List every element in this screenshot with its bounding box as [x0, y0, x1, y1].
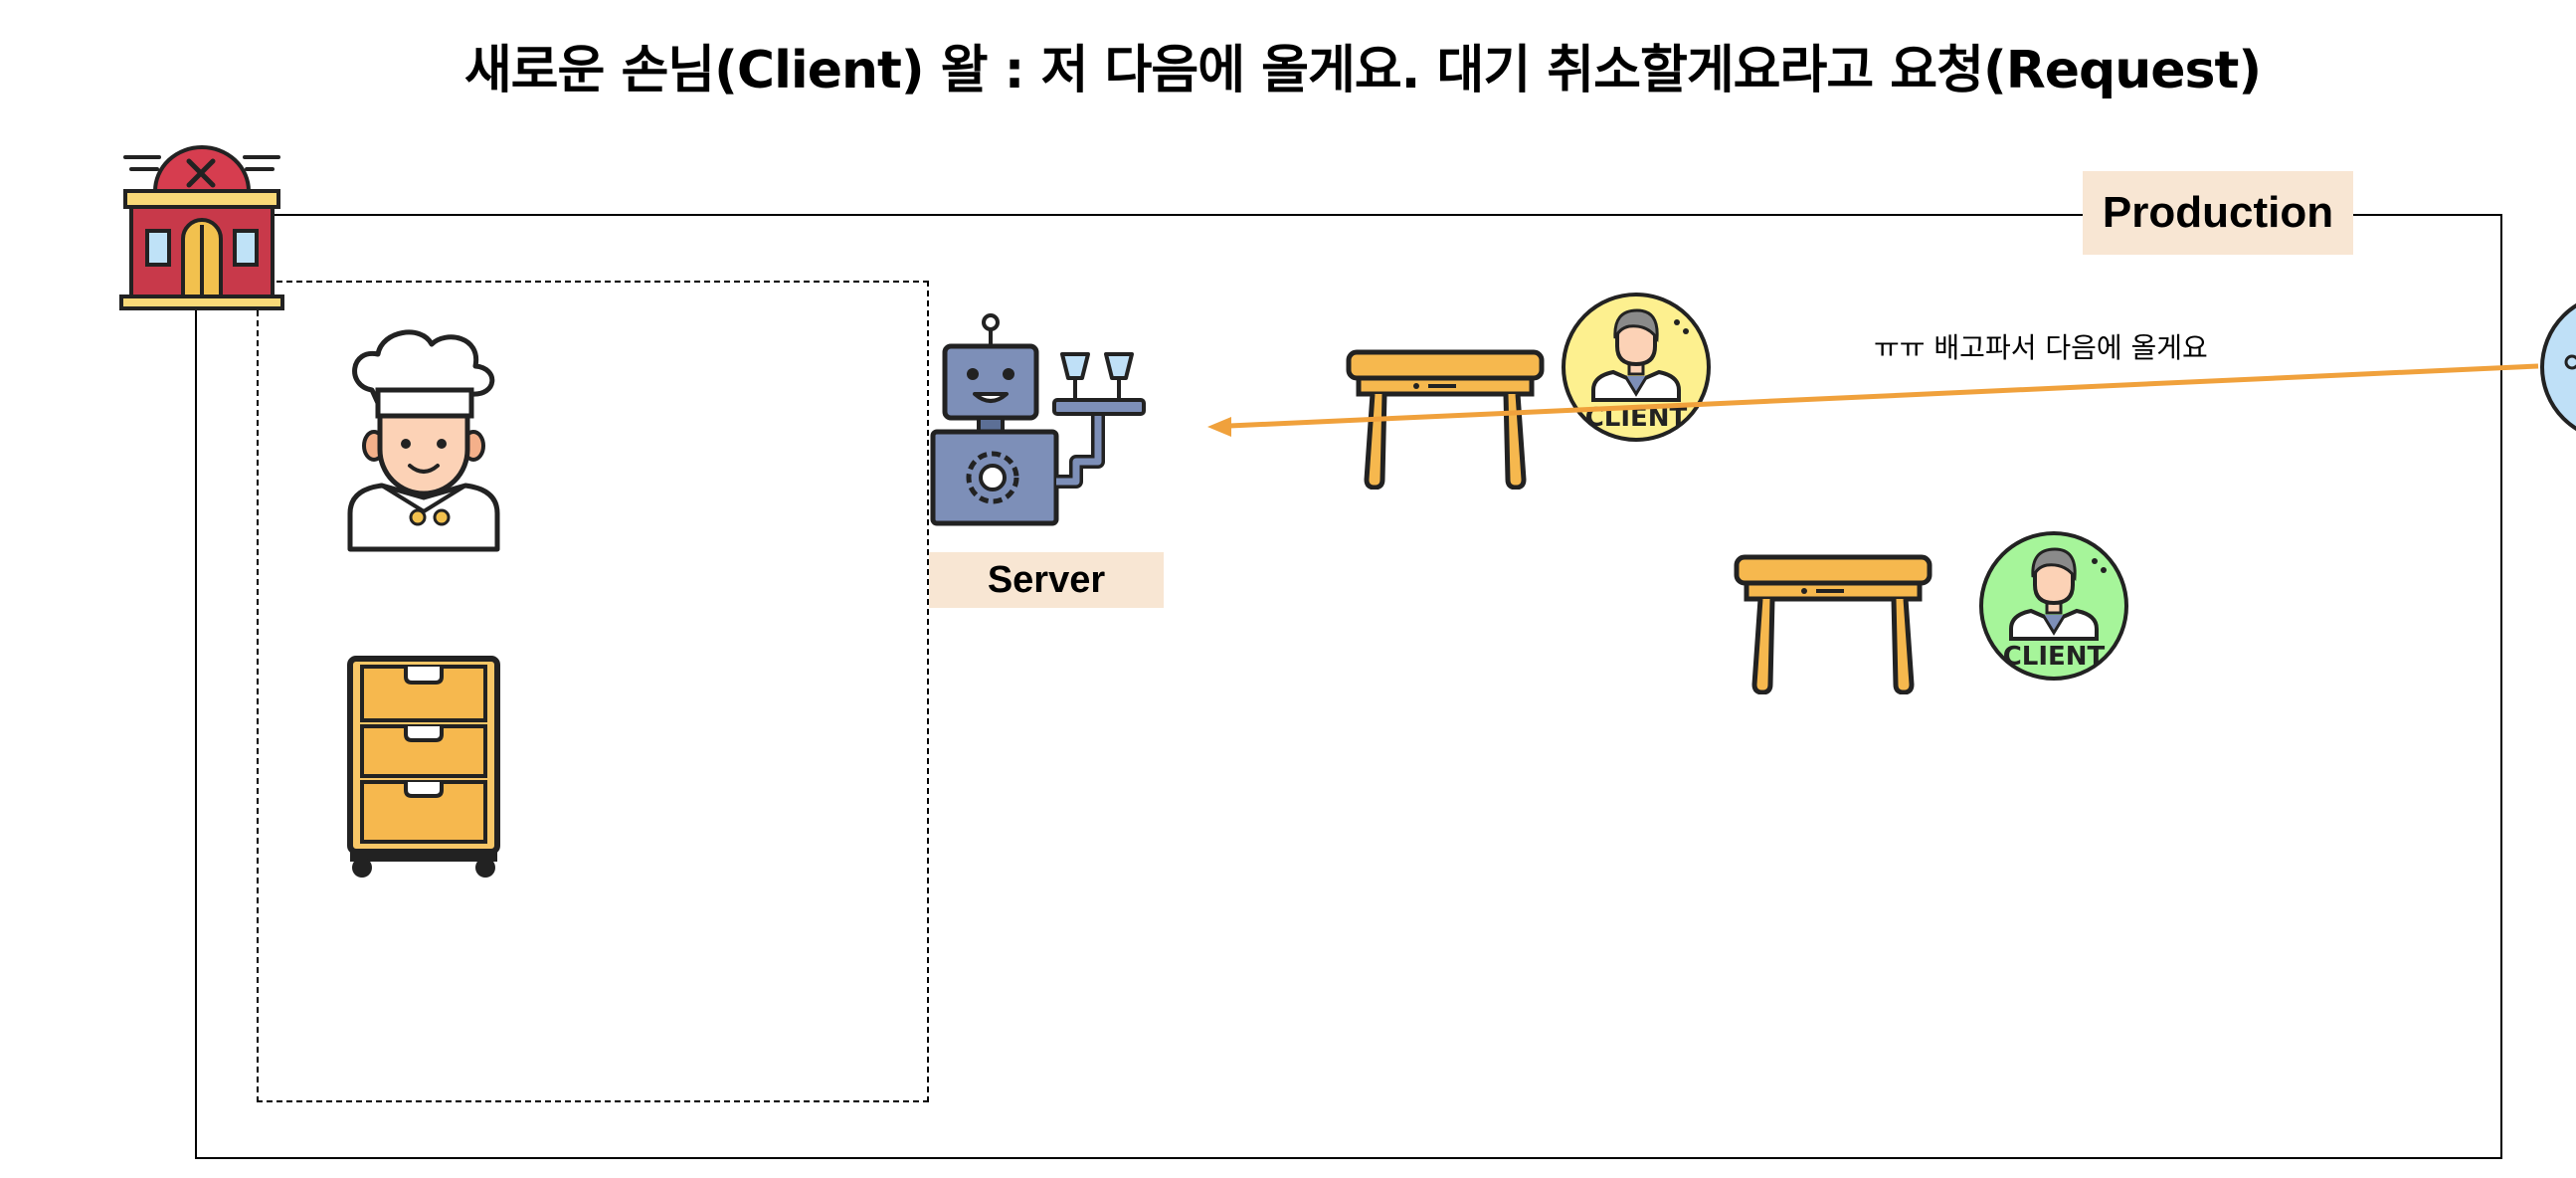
- table-icon: [1734, 554, 1932, 694]
- client-circle: [2540, 302, 2576, 432]
- server-label: Server: [929, 552, 1164, 608]
- chef-icon: [347, 329, 500, 552]
- table-icon: [1346, 349, 1545, 490]
- client-message: ㅠㅠ 배고파서 다음에 올게요: [1874, 331, 2208, 364]
- client-icon: [2540, 302, 2576, 432]
- drawer-cabinet-icon: [347, 656, 500, 878]
- production-boundary: [195, 214, 2502, 1159]
- kitchen-boundary: [257, 281, 929, 1102]
- robot-server-icon: [930, 313, 1146, 526]
- restaurant-icon: [119, 145, 284, 310]
- client-label: CLIENT: [2003, 642, 2106, 672]
- client-icon: CLIENT: [1979, 531, 2128, 681]
- production-label: Production: [2083, 171, 2353, 255]
- page-title: 새로운 손님(Client) 왈 : 저 다음에 올게요. 대기 취소할게요라고…: [463, 41, 2262, 100]
